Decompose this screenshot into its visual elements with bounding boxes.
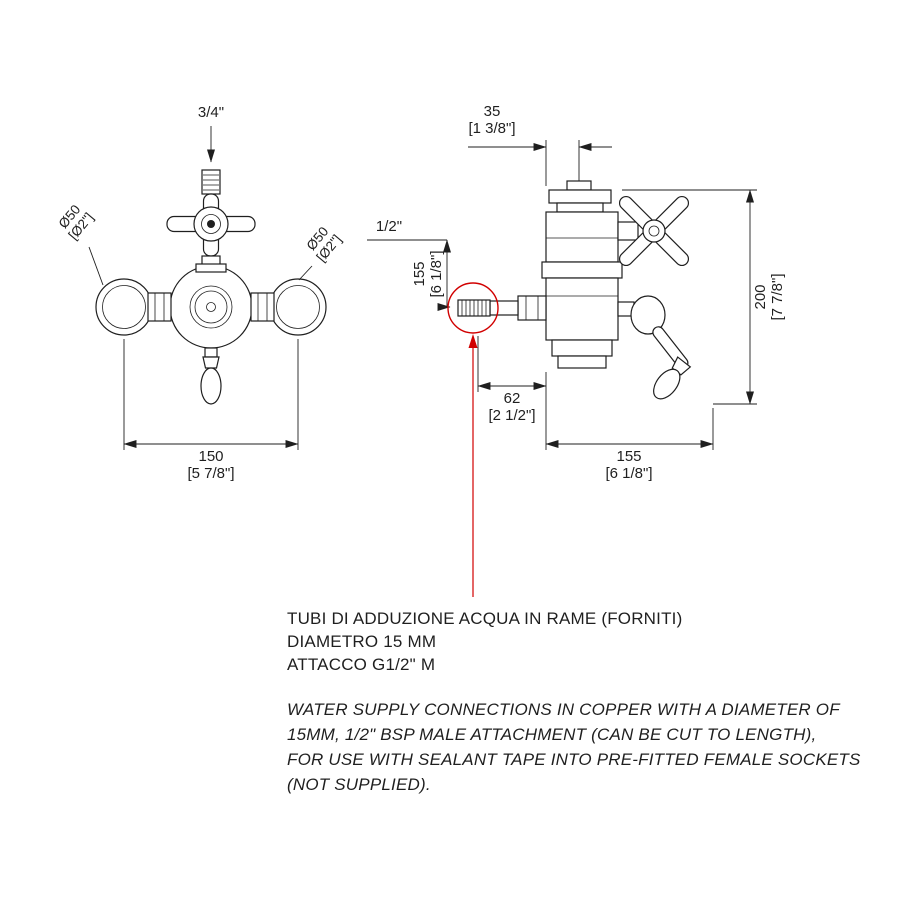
left-union-nut: [147, 292, 172, 322]
front-right-dia-label: Ø50 [Ø2"]: [304, 224, 345, 265]
side-total-height-dimension: 200 [7 7/8"]: [622, 189, 786, 405]
front-top-pipe-threads: [203, 174, 219, 191]
inlet-thread-label: 1/2": [376, 218, 402, 235]
front-right-dia-leader: [298, 265, 313, 281]
side-top-dimension: 35 [1 3/8"]: [468, 103, 612, 186]
side-inlet-connection: [457, 295, 547, 321]
inlet-height-mm: 155: [411, 261, 428, 286]
side-top-mm: 35: [484, 103, 501, 120]
side-width-mm: 155: [616, 448, 641, 465]
note-english-line: (NOT SUPPLIED).: [287, 775, 431, 794]
side-top-in: [1 3/8"]: [468, 120, 515, 137]
inlet-height-in: [6 1/8"]: [428, 250, 445, 297]
highlight-circle: [447, 282, 499, 334]
inlet-pipe: [489, 300, 519, 316]
side-width-in: [6 1/8"]: [605, 465, 652, 482]
total-height-mm: 200: [752, 284, 769, 309]
right-wall-elbow: [269, 278, 327, 336]
note-english-line: 15MM, 1/2" BSP MALE ATTACHMENT (CAN BE C…: [287, 725, 817, 744]
left-wall-elbow: [95, 278, 153, 336]
note-english-line: WATER SUPPLY CONNECTIONS IN COPPER WITH …: [287, 700, 840, 719]
right-union-nut: [250, 292, 275, 322]
callout-arrowhead-icon: [468, 334, 478, 348]
body-circle: [169, 265, 253, 349]
inlet-hex-nut: [517, 295, 547, 321]
side-depth-dimension: 62 [2 1/2"]: [477, 336, 547, 450]
front-view: 3/4": [56, 104, 345, 482]
front-left-dia-leader: [88, 246, 104, 286]
note-english-line: FOR USE WITH SEALANT TAPE INTO PRE-FITTE…: [287, 750, 861, 769]
side-cross-handle: [617, 195, 690, 267]
note-italian-line: TUBI DI ADDUZIONE ACQUA IN RAME (FORNITI…: [287, 609, 683, 628]
side-inlet-height-dimension: 1/2" 155 [6 1/8"]: [367, 218, 452, 312]
notes-block: TUBI DI ADDUZIONE ACQUA IN RAME (FORNITI…: [287, 607, 887, 797]
side-view: 35 [1 3/8"]: [367, 103, 786, 597]
depth-mm: 62: [504, 390, 521, 407]
front-left-dia-label: Ø50 [Ø2"]: [56, 202, 97, 243]
front-width-in: [5 7/8"]: [187, 465, 234, 482]
front-valve-body: [95, 255, 327, 349]
side-width-dimension: 155 [6 1/8"]: [545, 408, 714, 482]
front-cross-handle: [166, 193, 256, 257]
side-lever-handle: [617, 295, 692, 400]
depth-in: [2 1/2"]: [488, 407, 535, 424]
front-top-thread-label: 3/4": [198, 104, 224, 121]
front-width-mm: 150: [198, 448, 223, 465]
note-english-block: WATER SUPPLY CONNECTIONS IN COPPER WITH …: [287, 697, 887, 797]
note-italian-line: ATTACCO G1/2" M: [287, 655, 436, 674]
front-lever-handle: [200, 347, 222, 405]
note-italian-line: DIAMETRO 15 MM: [287, 632, 437, 651]
front-width-dimension: 150 [5 7/8"]: [123, 339, 299, 482]
side-valve-body: [541, 180, 623, 369]
total-height-in: [7 7/8"]: [769, 273, 786, 320]
